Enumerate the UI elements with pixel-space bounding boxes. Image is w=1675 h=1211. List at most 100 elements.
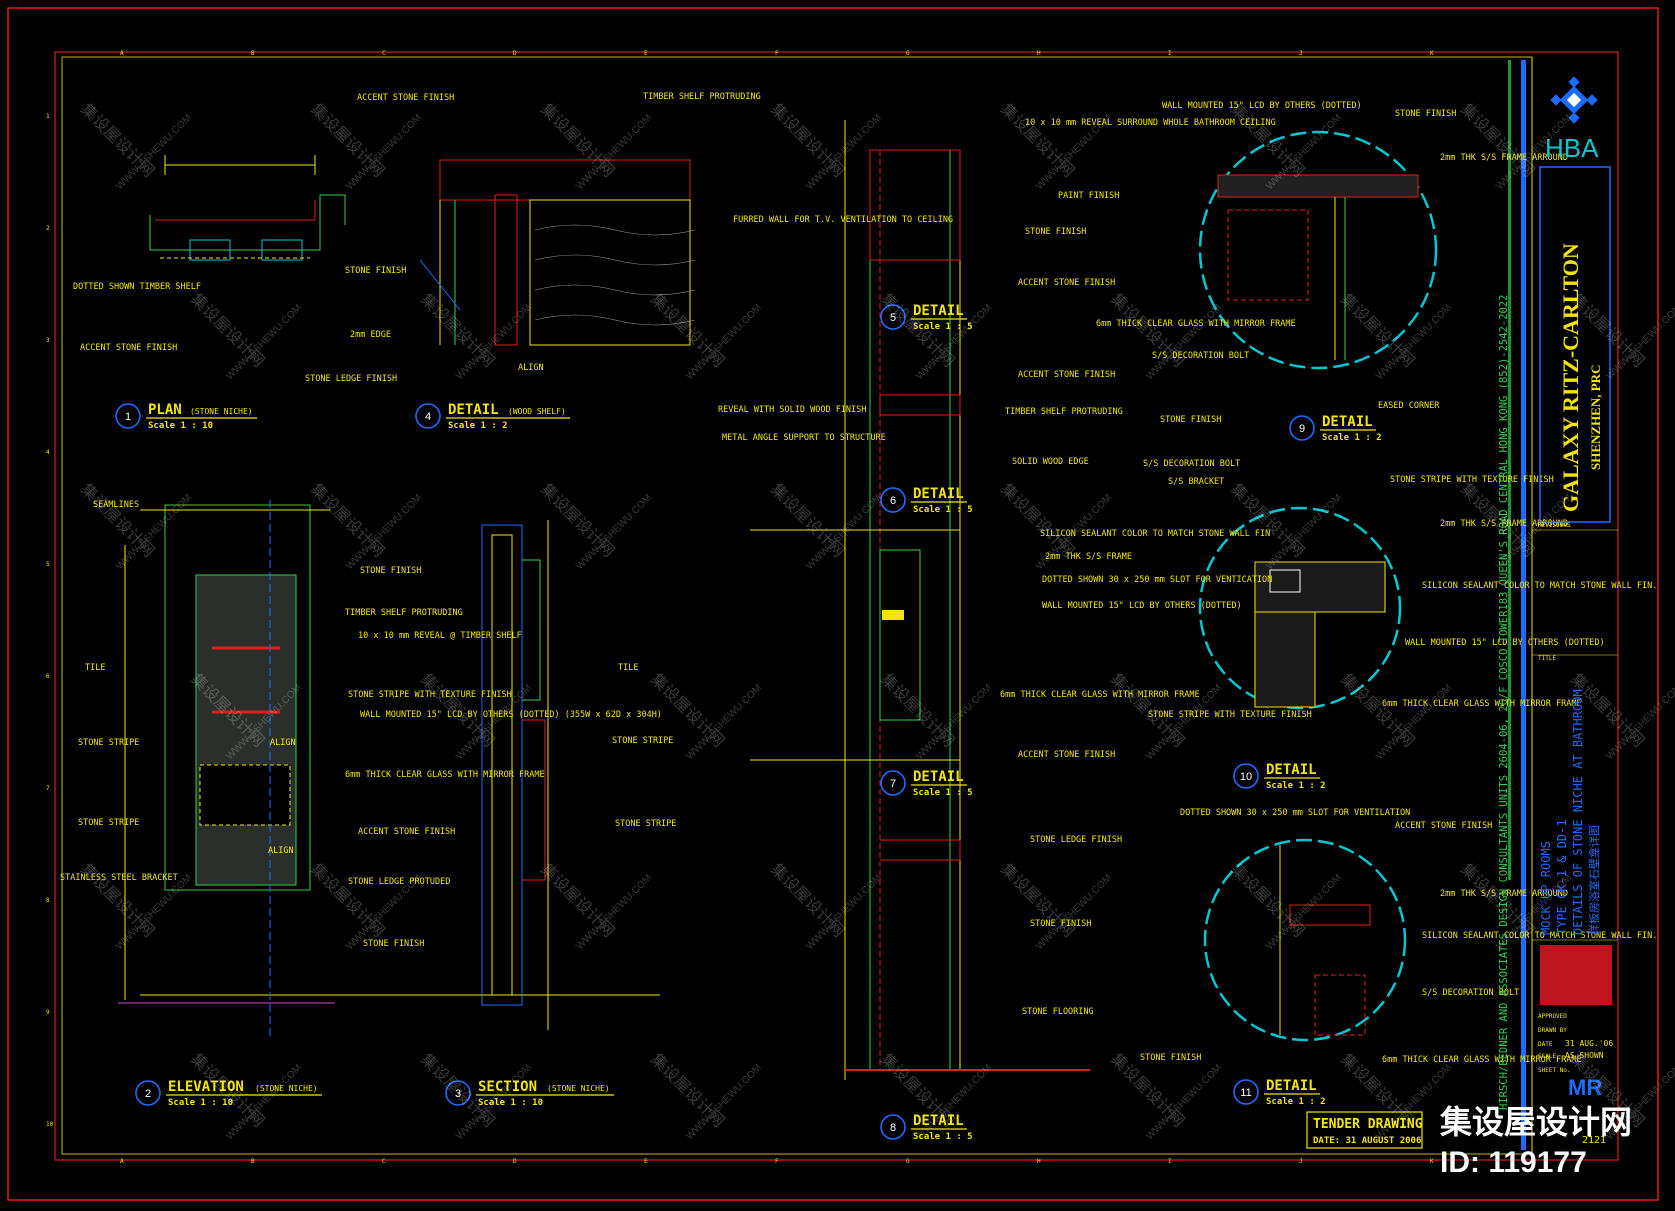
note-stone-stripe-5: STONE STRIPE bbox=[615, 819, 676, 829]
watermark-tile: 集设屋设计网 bbox=[77, 100, 158, 181]
watermark-tile: 集设屋设计网 bbox=[77, 480, 158, 561]
scale-value: AS SHOWN bbox=[1565, 1051, 1604, 1060]
grid-letter-top: C bbox=[382, 50, 386, 57]
grid-number: 5 bbox=[46, 561, 50, 568]
note-ss-bolt-1: S/S DECORATION BOLT bbox=[1152, 351, 1249, 361]
watermark-tile: 集设屋设计网 bbox=[1227, 100, 1308, 181]
title-line-3: DETAILS OF STONE NICHE AT BATHROOM bbox=[1571, 689, 1585, 935]
note-stone-ledge-prot: STONE LEDGE PROTUDED bbox=[348, 877, 450, 887]
detail-subtitle: (WOOD SHELF) bbox=[508, 407, 566, 416]
detail-scale: Scale 1 : 2 bbox=[1322, 433, 1382, 443]
grid-letter-bottom: K bbox=[1430, 1158, 1434, 1165]
detail-number: 9 bbox=[1299, 423, 1305, 435]
note-accent-stone-1: ACCENT STONE FINISH bbox=[357, 93, 454, 103]
watermark-tile: 集设屋设计网 bbox=[537, 860, 618, 941]
grid-letter-top: E bbox=[644, 50, 648, 57]
blue-band bbox=[1521, 60, 1526, 1150]
note-sealant-2: SILICON SEALANT COLOR TO MATCH STONE WAL… bbox=[1422, 581, 1657, 591]
note-two-mm-edge: 2mm EDGE bbox=[350, 330, 391, 340]
watermark-id: ID: 119177 bbox=[1440, 1146, 1587, 1179]
tender-date: DATE: 31 AUGUST 2006 bbox=[1313, 1136, 1421, 1146]
note-slot-2: DOTTED SHOWN 30 x 250 mm SLOT FOR VENTIL… bbox=[1180, 808, 1410, 818]
note-align-1: ALIGN bbox=[518, 363, 544, 373]
note-tile-1: TILE bbox=[85, 663, 105, 673]
note-accent-stone-5: ACCENT STONE FINISH bbox=[1018, 370, 1115, 380]
detail-scale: Scale 1 : 10 bbox=[148, 421, 213, 431]
detail-bubble bbox=[1233, 763, 1259, 789]
hba-logo-icon bbox=[1550, 76, 1598, 124]
detail-subtitle: (STONE NICHE) bbox=[255, 1084, 318, 1093]
note-lcd15-3: WALL MOUNTED 15" LCD BY OTHERS (DOTTED) bbox=[1405, 638, 1605, 648]
note-lcd15-2: WALL MOUNTED 15" LCD BY OTHERS (DOTTED) bbox=[1162, 101, 1362, 111]
note-metal-angle: METAL ANGLE SUPPORT TO STRUCTURE bbox=[722, 433, 886, 443]
note-stone-finish-4: STONE FINISH bbox=[1025, 227, 1086, 237]
detail-circle-11 bbox=[1203, 838, 1407, 1042]
grid-letter-bottom: D bbox=[513, 1158, 517, 1165]
grid-number: 7 bbox=[46, 785, 50, 792]
note-eased: EASED CORNER bbox=[1378, 401, 1440, 411]
note-ceiling-reveal: 10 x 10 mm REVEAL SURROUND WHOLE BATHROO… bbox=[1025, 118, 1276, 128]
detail-number: 7 bbox=[890, 778, 896, 790]
note-sealant-1: SILICON SEALANT COLOR TO MATCH STONE WAL… bbox=[1040, 529, 1270, 539]
detail-number: 11 bbox=[1240, 1087, 1251, 1099]
note-furred: FURRED WALL FOR T.V. VENTILATION TO CEIL… bbox=[733, 215, 953, 225]
project-box bbox=[1539, 166, 1611, 523]
note-stone-finish-5: STONE FINISH bbox=[1030, 919, 1091, 929]
watermark-tile: 集设屋设计网 bbox=[767, 860, 848, 941]
watermark-tile: 集设屋设计网 bbox=[307, 480, 388, 561]
watermark-tile: 集设屋设计网 bbox=[1227, 480, 1308, 561]
note-stone-ledge-2: STONE LEDGE FINISH bbox=[1030, 835, 1122, 845]
note-reveal-wood: REVEAL WITH SOLID WOOD FINISH bbox=[718, 405, 866, 415]
watermark-tile: 集设屋设计网 bbox=[647, 1050, 728, 1131]
watermark-tile: 集设屋设计网 bbox=[877, 670, 958, 751]
inner-border bbox=[54, 51, 1619, 1161]
detail-title: DETAIL bbox=[913, 769, 964, 785]
note-lcd: WALL MOUNTED 15" LCD BY OTHERS (DOTTED) … bbox=[360, 710, 662, 720]
note-ss-frame-around-1: 2mm THK S/S FRAME ARROUND bbox=[1440, 153, 1568, 163]
green-band bbox=[1508, 60, 1511, 880]
detail-title: DETAIL bbox=[1266, 1078, 1317, 1094]
detail-scale: Scale 1 : 10 bbox=[168, 1098, 233, 1108]
callouts: ACCENT STONE FINISH TIMBER SHELF PROTRUD… bbox=[60, 92, 1657, 1065]
detail-number: 3 bbox=[455, 1088, 461, 1100]
grid-letter-bottom: I bbox=[1168, 1158, 1172, 1165]
grid-letter-top: D bbox=[513, 50, 517, 57]
note-ss-frame-1: 2mm THK S/S FRAME bbox=[1045, 552, 1132, 562]
note-stone-finish-2: STONE FINISH bbox=[360, 566, 421, 576]
note-reveal: 10 x 10 mm REVEAL @ TIMBER SHELF bbox=[358, 631, 522, 641]
detail-number: 8 bbox=[890, 1122, 896, 1134]
grid-letter-top: I bbox=[1168, 50, 1172, 57]
detail-title: DETAIL bbox=[1266, 762, 1317, 778]
grid-letter-bottom: B bbox=[251, 1158, 255, 1165]
note-ss-frame-around-3: 2mm THK S/S FRAME ARROUND bbox=[1440, 889, 1568, 899]
drawn-by-label: DRAWN BY bbox=[1538, 1027, 1567, 1034]
detail-circle-9 bbox=[1198, 130, 1438, 370]
watermark-tile: 集设屋设计网 bbox=[1107, 290, 1188, 371]
note-stainless: STAINLESS STEEL BRACKET bbox=[60, 873, 178, 883]
note-stone-stripe-2: STONE STRIPE bbox=[78, 738, 139, 748]
outer-border bbox=[7, 7, 1659, 1201]
plan-stone-niche bbox=[149, 155, 346, 261]
grid-letter-top: G bbox=[906, 50, 910, 57]
watermark-tile: 集设屋设计网 bbox=[767, 100, 848, 181]
detail-scale: Scale 1 : 5 bbox=[913, 788, 973, 798]
note-stone-finish-3: STONE FINISH bbox=[363, 939, 424, 949]
grid-letter-bottom: G bbox=[906, 1158, 910, 1165]
detail-bubble bbox=[445, 1080, 471, 1106]
consultant-address: HIRSCH/BEDNER AND ASSOCIATES DESIGN CONS… bbox=[1498, 295, 1510, 1110]
watermark-tile: 集设屋设计网 bbox=[537, 480, 618, 561]
detail-label-7: 7 DETAIL Scale 1 : 5 bbox=[880, 769, 973, 798]
approved-label: APPROVED bbox=[1538, 1013, 1567, 1020]
detail-title: SECTION bbox=[478, 1079, 537, 1095]
note-stone-finish-7: STONE FINISH bbox=[1160, 415, 1221, 425]
detail-scale: Scale 1 : 2 bbox=[1266, 781, 1326, 791]
detail-bubble bbox=[1233, 1079, 1259, 1105]
